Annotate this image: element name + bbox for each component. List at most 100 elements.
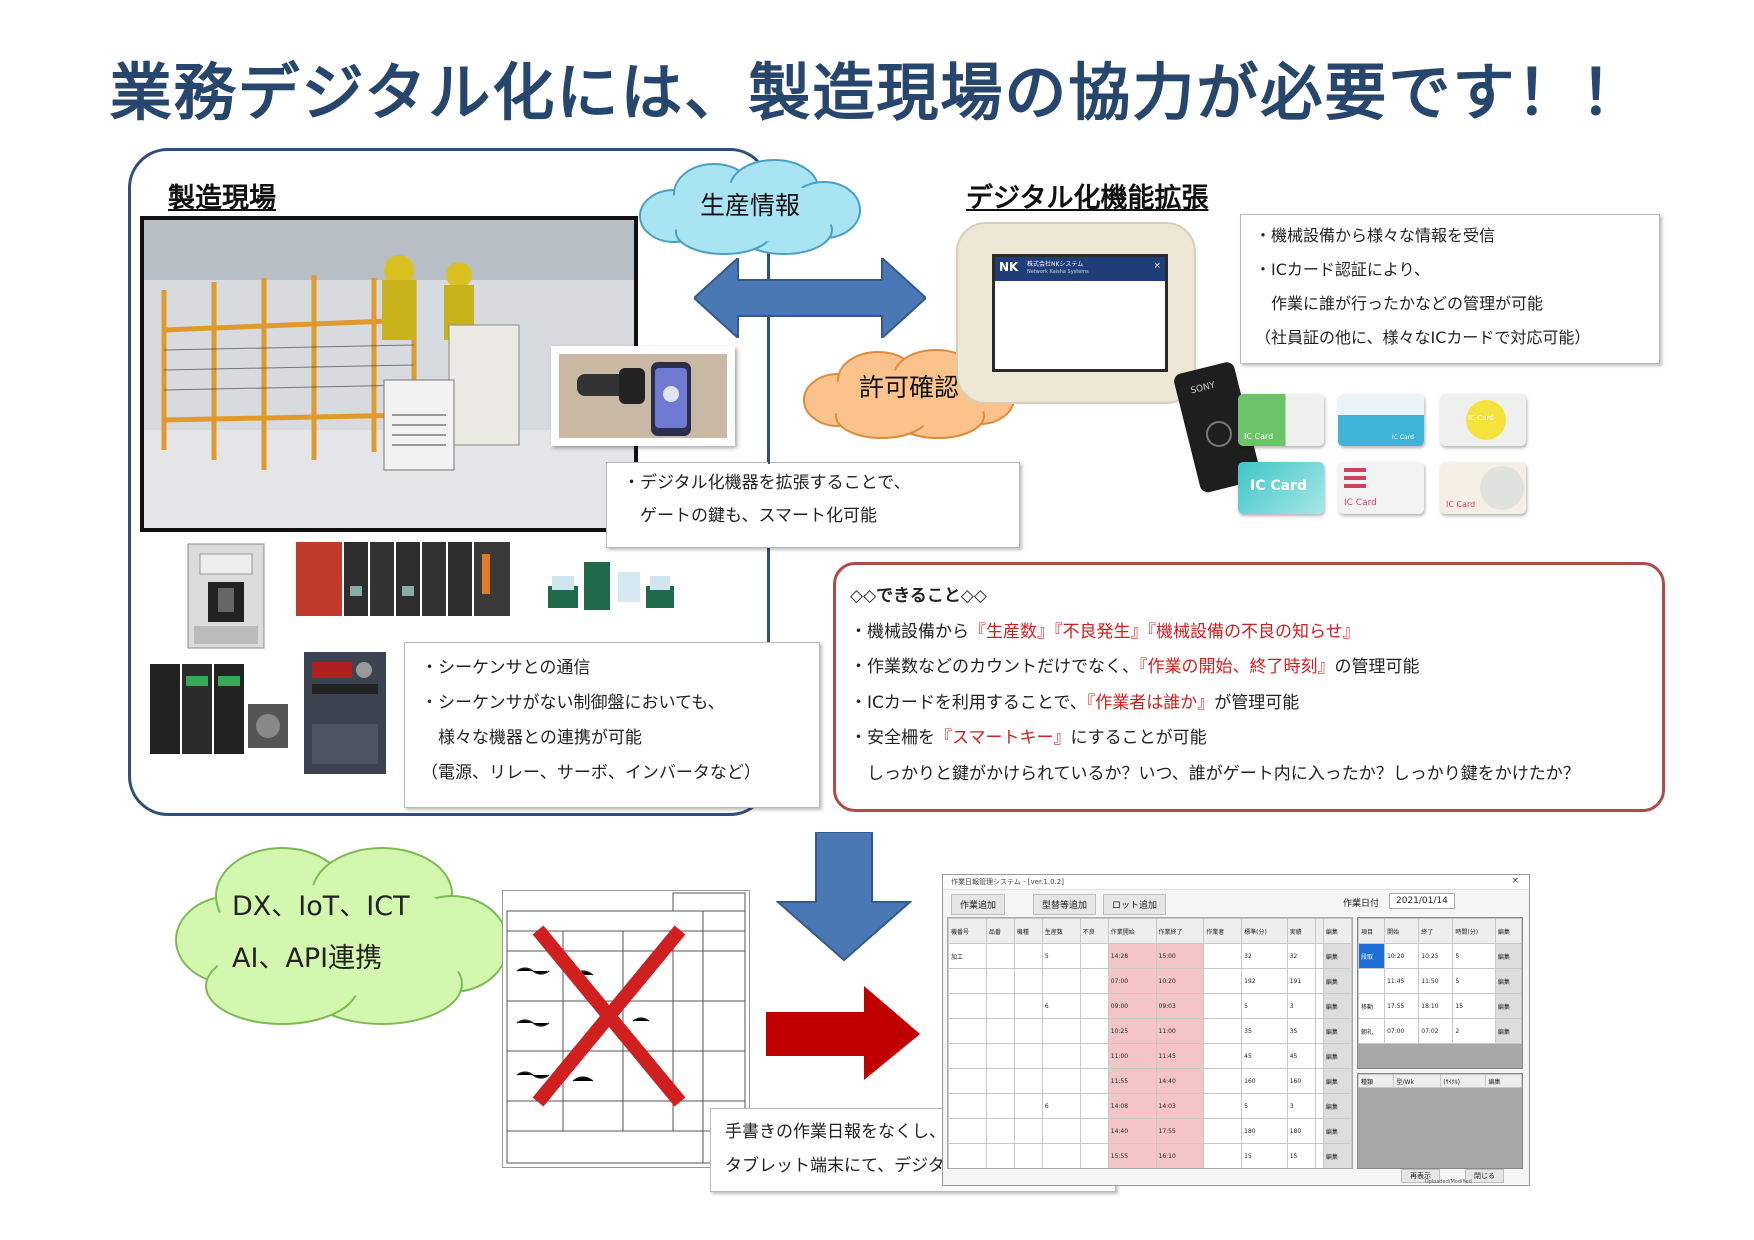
table-cell bbox=[1358, 968, 1386, 994]
servo-photo bbox=[140, 654, 292, 760]
tablet-device: NK 株式会社NKシステム Network Kaisha Systems × bbox=[956, 222, 1196, 404]
capabilities-box: ◇◇できること◇◇ ・機械設備から『生産数』『不良発生』『機械設備の不良の知らせ… bbox=[833, 562, 1665, 812]
edit-button[interactable]: 編集 bbox=[1322, 1068, 1352, 1094]
table-cell: 10:25 bbox=[1107, 1018, 1157, 1044]
plc-sequencer-photo bbox=[294, 536, 514, 622]
table-cell: 14:03 bbox=[1155, 1093, 1205, 1119]
ic-card-label: IC Card bbox=[1392, 434, 1414, 441]
capability-text: ・安全柵を bbox=[850, 728, 935, 748]
table-cell bbox=[1203, 968, 1243, 994]
edit-button[interactable]: 編集 bbox=[1322, 1043, 1352, 1069]
table-cell bbox=[1203, 943, 1243, 969]
table-header-cell: 不良 bbox=[1079, 918, 1109, 944]
table-cell bbox=[1314, 1143, 1324, 1168]
edit-button[interactable]: 編集 bbox=[1322, 968, 1352, 994]
features-line-4: （社員証の他に、様々なICカードで対応可能） bbox=[1255, 328, 1591, 347]
add-work-button[interactable]: 作業追加 bbox=[951, 894, 1006, 915]
table-header-cell: 項目 bbox=[1358, 918, 1386, 944]
table-cell bbox=[948, 968, 987, 994]
edit-button[interactable]: 編集 bbox=[1494, 1018, 1522, 1044]
table-cell: 32 bbox=[1286, 943, 1316, 969]
table-cell bbox=[1079, 943, 1109, 969]
date-field[interactable]: 2021/01/14 bbox=[1389, 893, 1455, 909]
edit-button[interactable]: 編集 bbox=[1322, 1018, 1352, 1044]
table-cell: 32 bbox=[1241, 943, 1288, 969]
table-cell: 11:45 bbox=[1384, 968, 1420, 994]
table-cell bbox=[1314, 1043, 1324, 1069]
table-header-row: 項目開始終了時間(分)編集 bbox=[1358, 918, 1522, 944]
edit-button[interactable]: 編集 bbox=[1322, 1093, 1352, 1119]
edit-button[interactable]: 編集 bbox=[1494, 968, 1522, 994]
edit-button[interactable]: 編集 bbox=[1494, 993, 1522, 1019]
ic-card-green: IC Card bbox=[1238, 394, 1324, 446]
ic-card-yellow-dot: IC Card bbox=[1440, 394, 1526, 446]
down-arrow-icon bbox=[776, 832, 912, 962]
table-cell bbox=[948, 1043, 987, 1069]
add-model-button[interactable]: 型替等追加 bbox=[1033, 894, 1097, 915]
table-header-cell bbox=[1314, 918, 1324, 944]
edit-button[interactable]: 編集 bbox=[1322, 1118, 1352, 1144]
table-cell: 17:55 bbox=[1155, 1118, 1205, 1144]
table-header-cell: 種類 bbox=[1357, 1074, 1395, 1088]
edit-button[interactable]: 編集 bbox=[1494, 943, 1522, 969]
edit-button[interactable]: 編集 bbox=[1322, 993, 1352, 1019]
table-cell bbox=[985, 1118, 1015, 1144]
table-cell bbox=[1203, 1118, 1243, 1144]
table-cell: 191 bbox=[1286, 968, 1316, 994]
table-cell bbox=[1314, 993, 1324, 1019]
production-info-label: 生産情報 bbox=[699, 191, 800, 220]
ic-card-label: IC Card bbox=[1250, 478, 1308, 494]
capability-5: しっかりと鍵がかけられているか？いつ、誰がゲート内に入ったか？しっかり鍵をかけた… bbox=[850, 763, 1580, 784]
table-cell: 15 bbox=[1452, 993, 1496, 1019]
ic-card-label: IC Card bbox=[1446, 500, 1476, 509]
factory-heading: 製造現場 bbox=[168, 183, 276, 214]
table-header-cell: 編集 bbox=[1322, 918, 1352, 944]
table-cell: 3 bbox=[1286, 1093, 1316, 1119]
table-cell bbox=[985, 1018, 1015, 1044]
table-cell bbox=[985, 993, 1015, 1019]
add-lot-button[interactable]: ロット追加 bbox=[1103, 894, 1167, 915]
dx-line-1: DX、IoT、ICT bbox=[232, 891, 410, 922]
table-cell bbox=[948, 993, 987, 1019]
refresh-button[interactable]: 再表示 bbox=[1401, 1169, 1440, 1183]
table-cell bbox=[1041, 1068, 1081, 1094]
edit-button[interactable]: 編集 bbox=[1322, 1143, 1352, 1168]
table-cell bbox=[1041, 1143, 1081, 1168]
table-cell bbox=[1314, 1018, 1324, 1044]
tablet-company: 株式会社NKシステム bbox=[1027, 261, 1084, 268]
app-window: 作業日報管理システム - [ver.1.0.2] × 作業追加 型替等追加 ロッ… bbox=[942, 874, 1530, 1186]
table-cell: 5 bbox=[1241, 993, 1288, 1019]
tablet-screen: NK 株式会社NKシステム Network Kaisha Systems × bbox=[992, 254, 1168, 372]
table-cell bbox=[1013, 943, 1043, 969]
table-cell: 加工 bbox=[948, 943, 987, 969]
table-cell: 11:55 bbox=[1107, 1068, 1157, 1094]
close-button[interactable]: 閉じる bbox=[1465, 1169, 1504, 1183]
tablet-close-icon[interactable]: × bbox=[1153, 261, 1161, 271]
table-cell: 180 bbox=[1286, 1118, 1316, 1144]
table-header-cell: 開始 bbox=[1384, 918, 1420, 944]
edit-button[interactable]: 編集 bbox=[1322, 943, 1352, 969]
table-cell: 5 bbox=[1241, 1093, 1288, 1119]
table-header-cell: 実績 bbox=[1286, 918, 1316, 944]
table-cell: 11:50 bbox=[1418, 968, 1454, 994]
app-close-icon[interactable]: × bbox=[1511, 876, 1519, 886]
table-cell: 35 bbox=[1286, 1018, 1316, 1044]
table-cell: 160 bbox=[1286, 1068, 1316, 1094]
table-cell: 2 bbox=[1452, 1018, 1496, 1044]
table-cell bbox=[1079, 1118, 1109, 1144]
table-cell bbox=[1314, 968, 1324, 994]
